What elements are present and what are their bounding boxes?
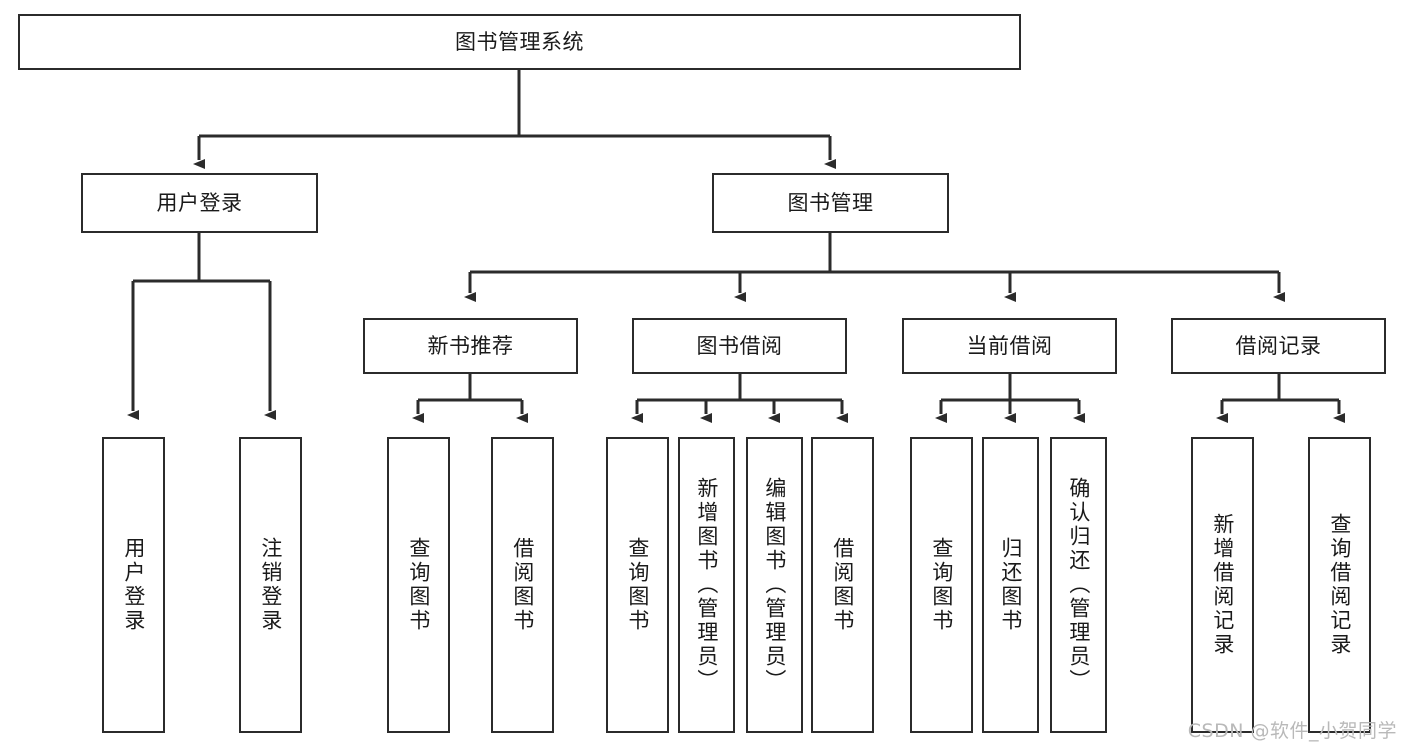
leaf-label: 新增借阅记录 <box>1210 513 1235 657</box>
leaf-current-borrow-query[interactable]: 查询图书 <box>910 437 973 733</box>
node-book-borrow[interactable]: 图书借阅 <box>632 318 847 374</box>
node-user-login[interactable]: 用户登录 <box>81 173 318 233</box>
leaf-label: 编辑图书（管理员） <box>762 477 787 693</box>
leaf-new-book-borrow[interactable]: 借阅图书 <box>491 437 554 733</box>
leaf-label: 新增图书（管理员） <box>694 477 719 693</box>
leaf-label: 归还图书 <box>998 537 1023 633</box>
leaf-label: 查询图书 <box>929 537 954 633</box>
leaf-label: 查询图书 <box>625 537 650 633</box>
leaf-label: 确认归还（管理员） <box>1066 477 1091 693</box>
leaf-label: 查询借阅记录 <box>1327 513 1352 657</box>
node-root-label: 图书管理系统 <box>455 29 584 54</box>
node-new-book-recommend-label: 新书推荐 <box>427 333 514 358</box>
leaf-new-book-query[interactable]: 查询图书 <box>387 437 450 733</box>
leaf-book-borrow-edit[interactable]: 编辑图书（管理员） <box>746 437 803 733</box>
node-borrow-record[interactable]: 借阅记录 <box>1171 318 1386 374</box>
node-book-management-label: 图书管理 <box>787 190 874 215</box>
leaf-label: 借阅图书 <box>510 537 535 633</box>
node-user-login-label: 用户登录 <box>156 190 243 215</box>
node-book-management[interactable]: 图书管理 <box>712 173 949 233</box>
leaf-book-borrow-borrow[interactable]: 借阅图书 <box>811 437 874 733</box>
node-borrow-record-label: 借阅记录 <box>1235 333 1322 358</box>
leaf-borrow-record-query[interactable]: 查询借阅记录 <box>1308 437 1371 733</box>
node-current-borrow[interactable]: 当前借阅 <box>902 318 1117 374</box>
node-new-book-recommend[interactable]: 新书推荐 <box>363 318 578 374</box>
leaf-borrow-record-add[interactable]: 新增借阅记录 <box>1191 437 1254 733</box>
leaf-user-login-logout[interactable]: 注销登录 <box>239 437 302 733</box>
leaf-label: 用户登录 <box>121 537 146 633</box>
leaf-label: 注销登录 <box>258 537 283 633</box>
leaf-current-borrow-confirm[interactable]: 确认归还（管理员） <box>1050 437 1107 733</box>
leaf-label: 查询图书 <box>406 537 431 633</box>
leaf-current-borrow-return[interactable]: 归还图书 <box>982 437 1039 733</box>
node-book-borrow-label: 图书借阅 <box>696 333 783 358</box>
csdn-watermark: CSDN @软件_小贺同学 <box>1187 720 1397 742</box>
leaf-label: 借阅图书 <box>830 537 855 633</box>
leaf-book-borrow-add[interactable]: 新增图书（管理员） <box>678 437 735 733</box>
node-current-borrow-label: 当前借阅 <box>966 333 1053 358</box>
leaf-user-login-login[interactable]: 用户登录 <box>102 437 165 733</box>
leaf-book-borrow-query[interactable]: 查询图书 <box>606 437 669 733</box>
node-root[interactable]: 图书管理系统 <box>18 14 1021 70</box>
